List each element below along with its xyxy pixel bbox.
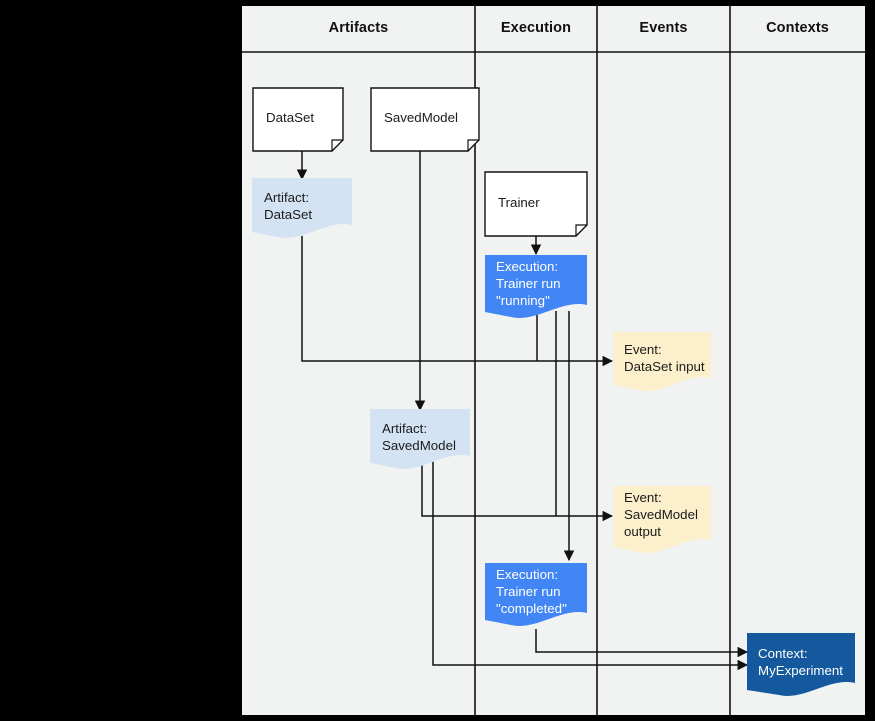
lane-title-execution: Execution bbox=[500, 20, 572, 36]
diagram-graphics bbox=[242, 6, 865, 715]
lane-title-artifacts: Artifacts bbox=[328, 20, 389, 36]
node-dataset-type[interactable] bbox=[252, 87, 344, 152]
node-label-execution-completed: Execution: Trainer run "completed" bbox=[496, 567, 567, 616]
edge-artifactdataset-to-event bbox=[301, 236, 614, 367]
node-context-myexperiment[interactable] bbox=[747, 633, 855, 696]
node-trainer-type[interactable] bbox=[484, 171, 588, 237]
node-label-execution-running: Execution: Trainer run "running" bbox=[496, 259, 561, 308]
node-execution-running[interactable] bbox=[485, 255, 587, 318]
swimlane-diagram: Artifacts Execution Events Contexts bbox=[242, 6, 865, 715]
node-label-trainer-type: Trainer bbox=[498, 195, 540, 210]
node-event-dataset-input[interactable] bbox=[613, 332, 711, 391]
lane-title-events: Events bbox=[639, 20, 688, 36]
node-savedmodel-type[interactable] bbox=[370, 87, 480, 152]
node-label-context-myexperiment: Context: MyExperiment bbox=[758, 646, 843, 678]
node-label-event-dataset-input: Event: DataSet input bbox=[624, 342, 705, 374]
node-label-savedmodel-type: SavedModel bbox=[384, 110, 458, 125]
node-label-artifact-savedmodel: Artifact: SavedModel bbox=[382, 421, 456, 453]
node-artifact-savedmodel[interactable] bbox=[370, 409, 470, 469]
node-label-artifact-dataset: Artifact: DataSet bbox=[264, 190, 313, 222]
node-event-savedmodel-output[interactable] bbox=[613, 486, 711, 553]
node-label-dataset-type: DataSet bbox=[266, 110, 315, 125]
node-execution-completed[interactable] bbox=[485, 563, 587, 626]
node-artifact-dataset[interactable] bbox=[252, 178, 352, 238]
edge-artifactsavedmodel-to-event bbox=[421, 461, 614, 522]
lane-title-contexts: Contexts bbox=[766, 20, 829, 36]
connectors bbox=[296, 151, 749, 671]
edge-execcompleted-to-context bbox=[535, 629, 749, 658]
node-label-event-savedmodel-output: Event: SavedModel output bbox=[624, 490, 698, 539]
edge-artifactsavedmodel-to-context bbox=[432, 461, 749, 671]
